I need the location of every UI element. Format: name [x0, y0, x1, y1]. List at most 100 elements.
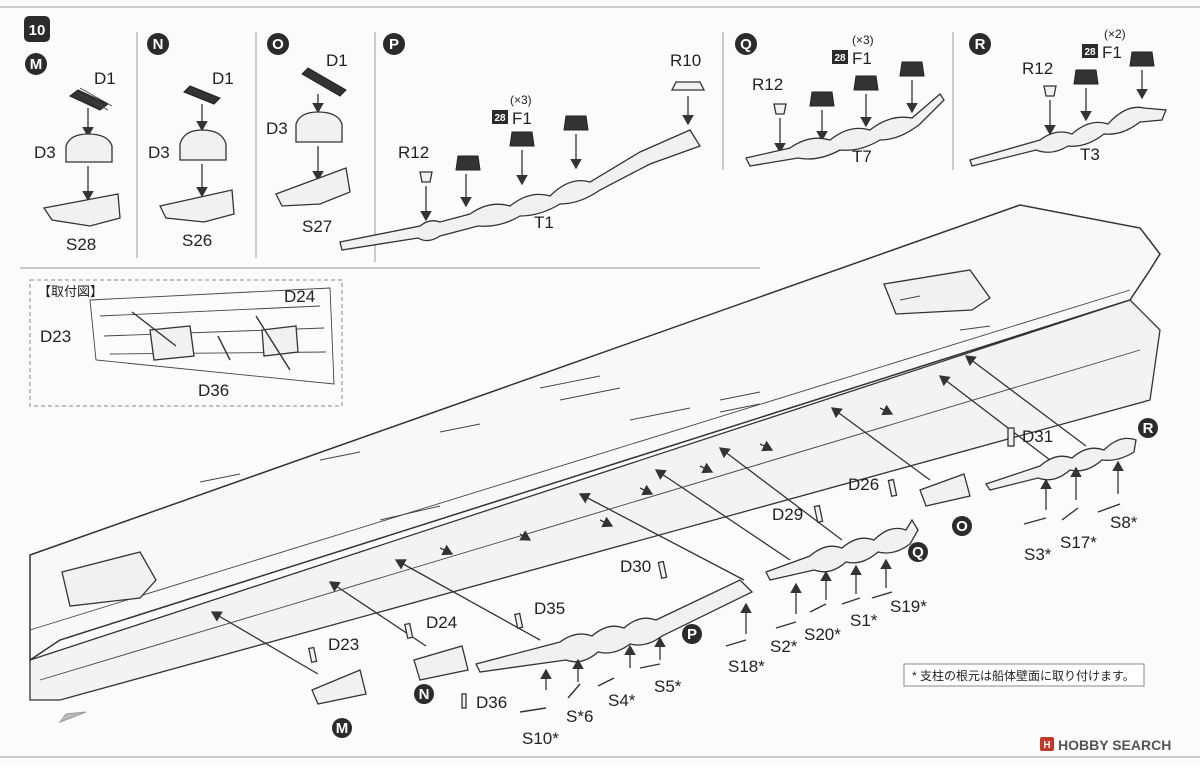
part-d24 — [404, 622, 414, 640]
leader-p — [394, 559, 541, 641]
label-s19: S19* — [890, 597, 927, 616]
direction-arrow — [58, 711, 87, 724]
svg-text:P: P — [389, 36, 399, 53]
part-d3-shield — [179, 129, 227, 161]
panel-n: N D1 D3 S26 — [147, 33, 235, 250]
part-d36 — [461, 693, 467, 709]
label-s10: S10* — [522, 729, 559, 748]
leader-p2 — [578, 493, 745, 581]
panel-r: R R12 (×2) 28 F1 T3 — [969, 27, 1167, 167]
leader-o — [830, 407, 931, 481]
callout-q: Q — [908, 542, 928, 562]
part-r10 — [670, 81, 706, 91]
label-s3: S3* — [1024, 545, 1052, 564]
paint-box — [492, 110, 508, 124]
label-s8: S8* — [1110, 513, 1138, 532]
svg-text:Q: Q — [740, 36, 752, 53]
part-d3-shield — [65, 133, 113, 163]
label-qty: (×3) — [510, 93, 532, 107]
elevator-aft — [61, 551, 157, 607]
inset-frame — [29, 279, 343, 407]
label-t1: T1 — [534, 213, 554, 232]
label-d1: D1 — [94, 69, 116, 88]
part-d1-gun — [301, 67, 347, 97]
label-s5: S5* — [654, 677, 682, 696]
part-d35 — [514, 612, 524, 630]
label-d1: D1 — [326, 51, 348, 70]
label-f1: F1 — [512, 109, 532, 128]
leader-q2 — [718, 447, 843, 541]
svg-text:28: 28 — [834, 53, 846, 64]
svg-text:R: R — [1143, 420, 1154, 437]
part-f1 — [1129, 51, 1155, 67]
assembly-o — [919, 473, 971, 507]
part-t7-platform — [745, 93, 945, 167]
label-s2: S2* — [770, 637, 798, 656]
part-r12 — [419, 171, 433, 183]
callout-n: N — [414, 684, 434, 704]
part-f1 — [509, 131, 535, 147]
part-f1 — [853, 75, 879, 91]
assembly-n — [413, 645, 469, 681]
label-r10: R10 — [670, 51, 701, 70]
assembly-m — [311, 669, 367, 705]
label-r12: R12 — [1022, 59, 1053, 78]
svg-text:28: 28 — [494, 113, 506, 124]
part-d30 — [657, 560, 668, 580]
elevator-fore — [883, 269, 991, 315]
hull-side — [29, 299, 1161, 701]
label-qty: (×3) — [852, 33, 874, 47]
label-s1: S1* — [850, 611, 878, 630]
part-d1-gun — [183, 85, 221, 105]
watermark: H HOBBY SEARCH — [1040, 737, 1171, 753]
label-d3: D3 — [266, 119, 288, 138]
main-part-labels: D23 D24 D35 D36 D30 D29 D26 D31 S10* S*6… — [328, 427, 1138, 748]
label-r12: R12 — [752, 75, 783, 94]
note-text: * 支柱の根元は船体壁面に取り付けます。 — [912, 668, 1135, 683]
inset-mount — [261, 325, 299, 357]
assembly-p — [475, 579, 754, 673]
label-d23: D23 — [328, 635, 359, 654]
watermark-text: HOBBY SEARCH — [1058, 737, 1171, 753]
inset-attachment-view: 【取付図】 D23 D24 D36 — [29, 279, 343, 407]
svg-text:28: 28 — [1084, 47, 1096, 58]
step-badge: 10 — [24, 16, 50, 42]
leader-q — [654, 469, 791, 561]
part-d23 — [308, 646, 318, 664]
assembly-q — [765, 518, 919, 581]
leader-m — [210, 611, 319, 675]
part-d3-shield — [295, 111, 343, 143]
part-r12 — [773, 103, 787, 115]
svg-text:O: O — [956, 518, 968, 535]
panel-p: P R10 R12 (×3) 28 F1 T1 — [339, 33, 706, 251]
paint-box — [1082, 44, 1098, 58]
label-s18: S18* — [728, 657, 765, 676]
label-f1: F1 — [1102, 43, 1122, 62]
support-struts — [519, 460, 1124, 713]
label-d35: D35 — [534, 599, 565, 618]
part-f1 — [1073, 69, 1099, 85]
label-d26: D26 — [848, 475, 879, 494]
panel-m: M D1 D3 S28 — [25, 53, 121, 254]
svg-text:P: P — [687, 626, 697, 643]
label-d29: D29 — [772, 505, 803, 524]
label-t3: T3 — [1080, 145, 1100, 164]
panel-o: O D1 D3 S27 — [266, 33, 351, 236]
part-s26-base — [159, 189, 235, 223]
part-d29 — [813, 504, 824, 524]
label-s28: S28 — [66, 235, 96, 254]
label-d30: D30 — [620, 557, 651, 576]
part-d26 — [887, 478, 898, 498]
label-f1: F1 — [852, 49, 872, 68]
svg-text:M: M — [336, 720, 349, 737]
label-d3: D3 — [34, 143, 56, 162]
part-r12 — [1043, 85, 1057, 97]
part-s27-base — [275, 167, 351, 207]
label-d3: D3 — [148, 143, 170, 162]
leader-r — [938, 375, 1051, 461]
svg-text:H: H — [1043, 740, 1050, 751]
part-f1 — [563, 115, 589, 131]
label-d24: D24 — [426, 613, 457, 632]
